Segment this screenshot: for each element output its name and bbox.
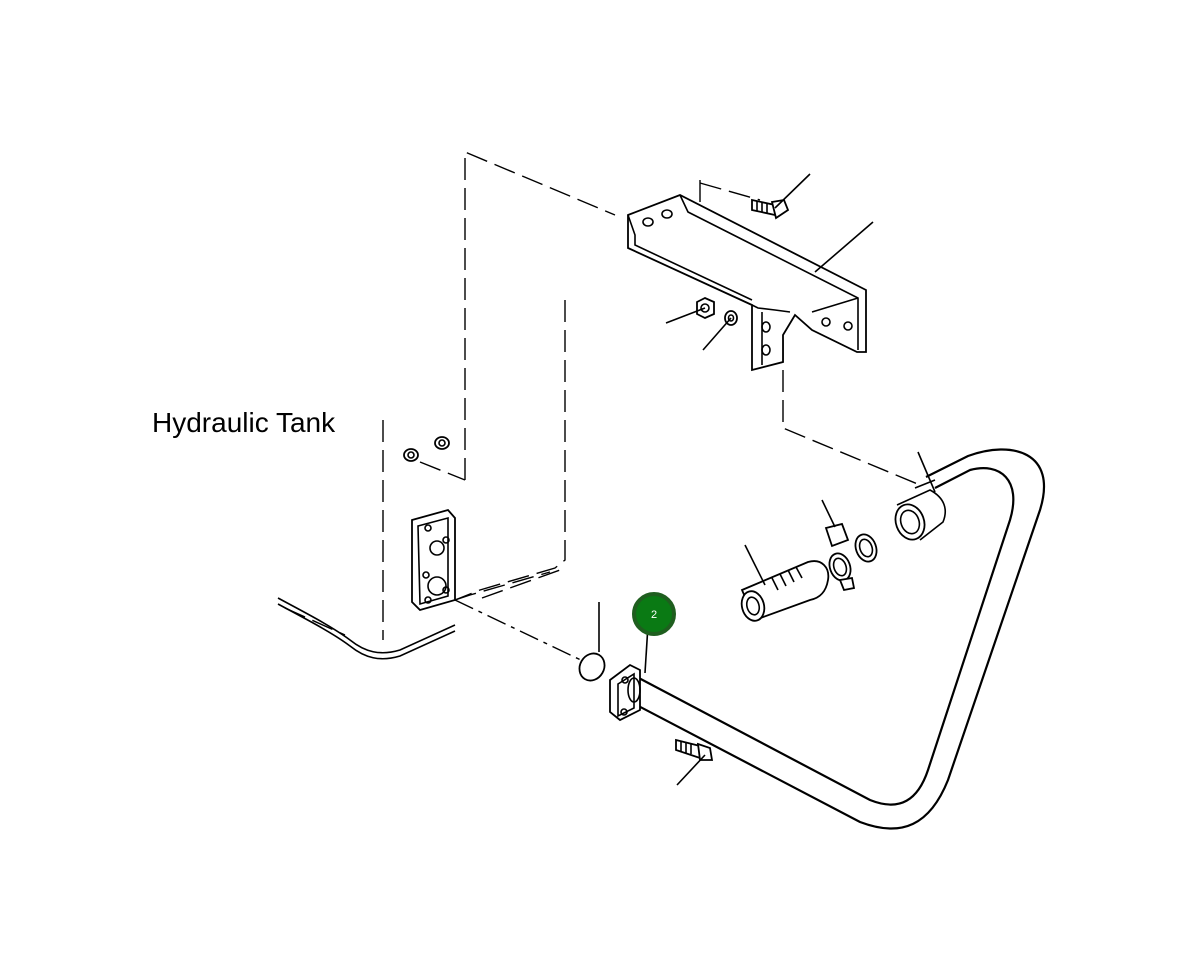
callout-2[interactable]: 2 xyxy=(632,592,676,636)
hydraulic-tank-label: Hydraulic Tank xyxy=(152,407,336,438)
hose xyxy=(740,560,830,622)
assembly-guide-lines xyxy=(419,150,921,663)
nut xyxy=(696,297,715,319)
mounting-bracket xyxy=(627,194,867,372)
tank-stud-bolts xyxy=(403,436,450,462)
flange-bolt xyxy=(675,738,714,761)
bracket-bolt xyxy=(751,198,790,220)
suction-pipe xyxy=(609,448,1046,830)
callout-2-circle[interactable] xyxy=(632,592,676,636)
o-ring xyxy=(578,652,606,682)
hose-clamps xyxy=(824,522,878,592)
tank-port-flange xyxy=(411,508,456,612)
hydraulic-tank-outline xyxy=(277,300,566,660)
callout-2-number[interactable]: 2 xyxy=(651,609,657,621)
leader-lines xyxy=(598,173,936,786)
